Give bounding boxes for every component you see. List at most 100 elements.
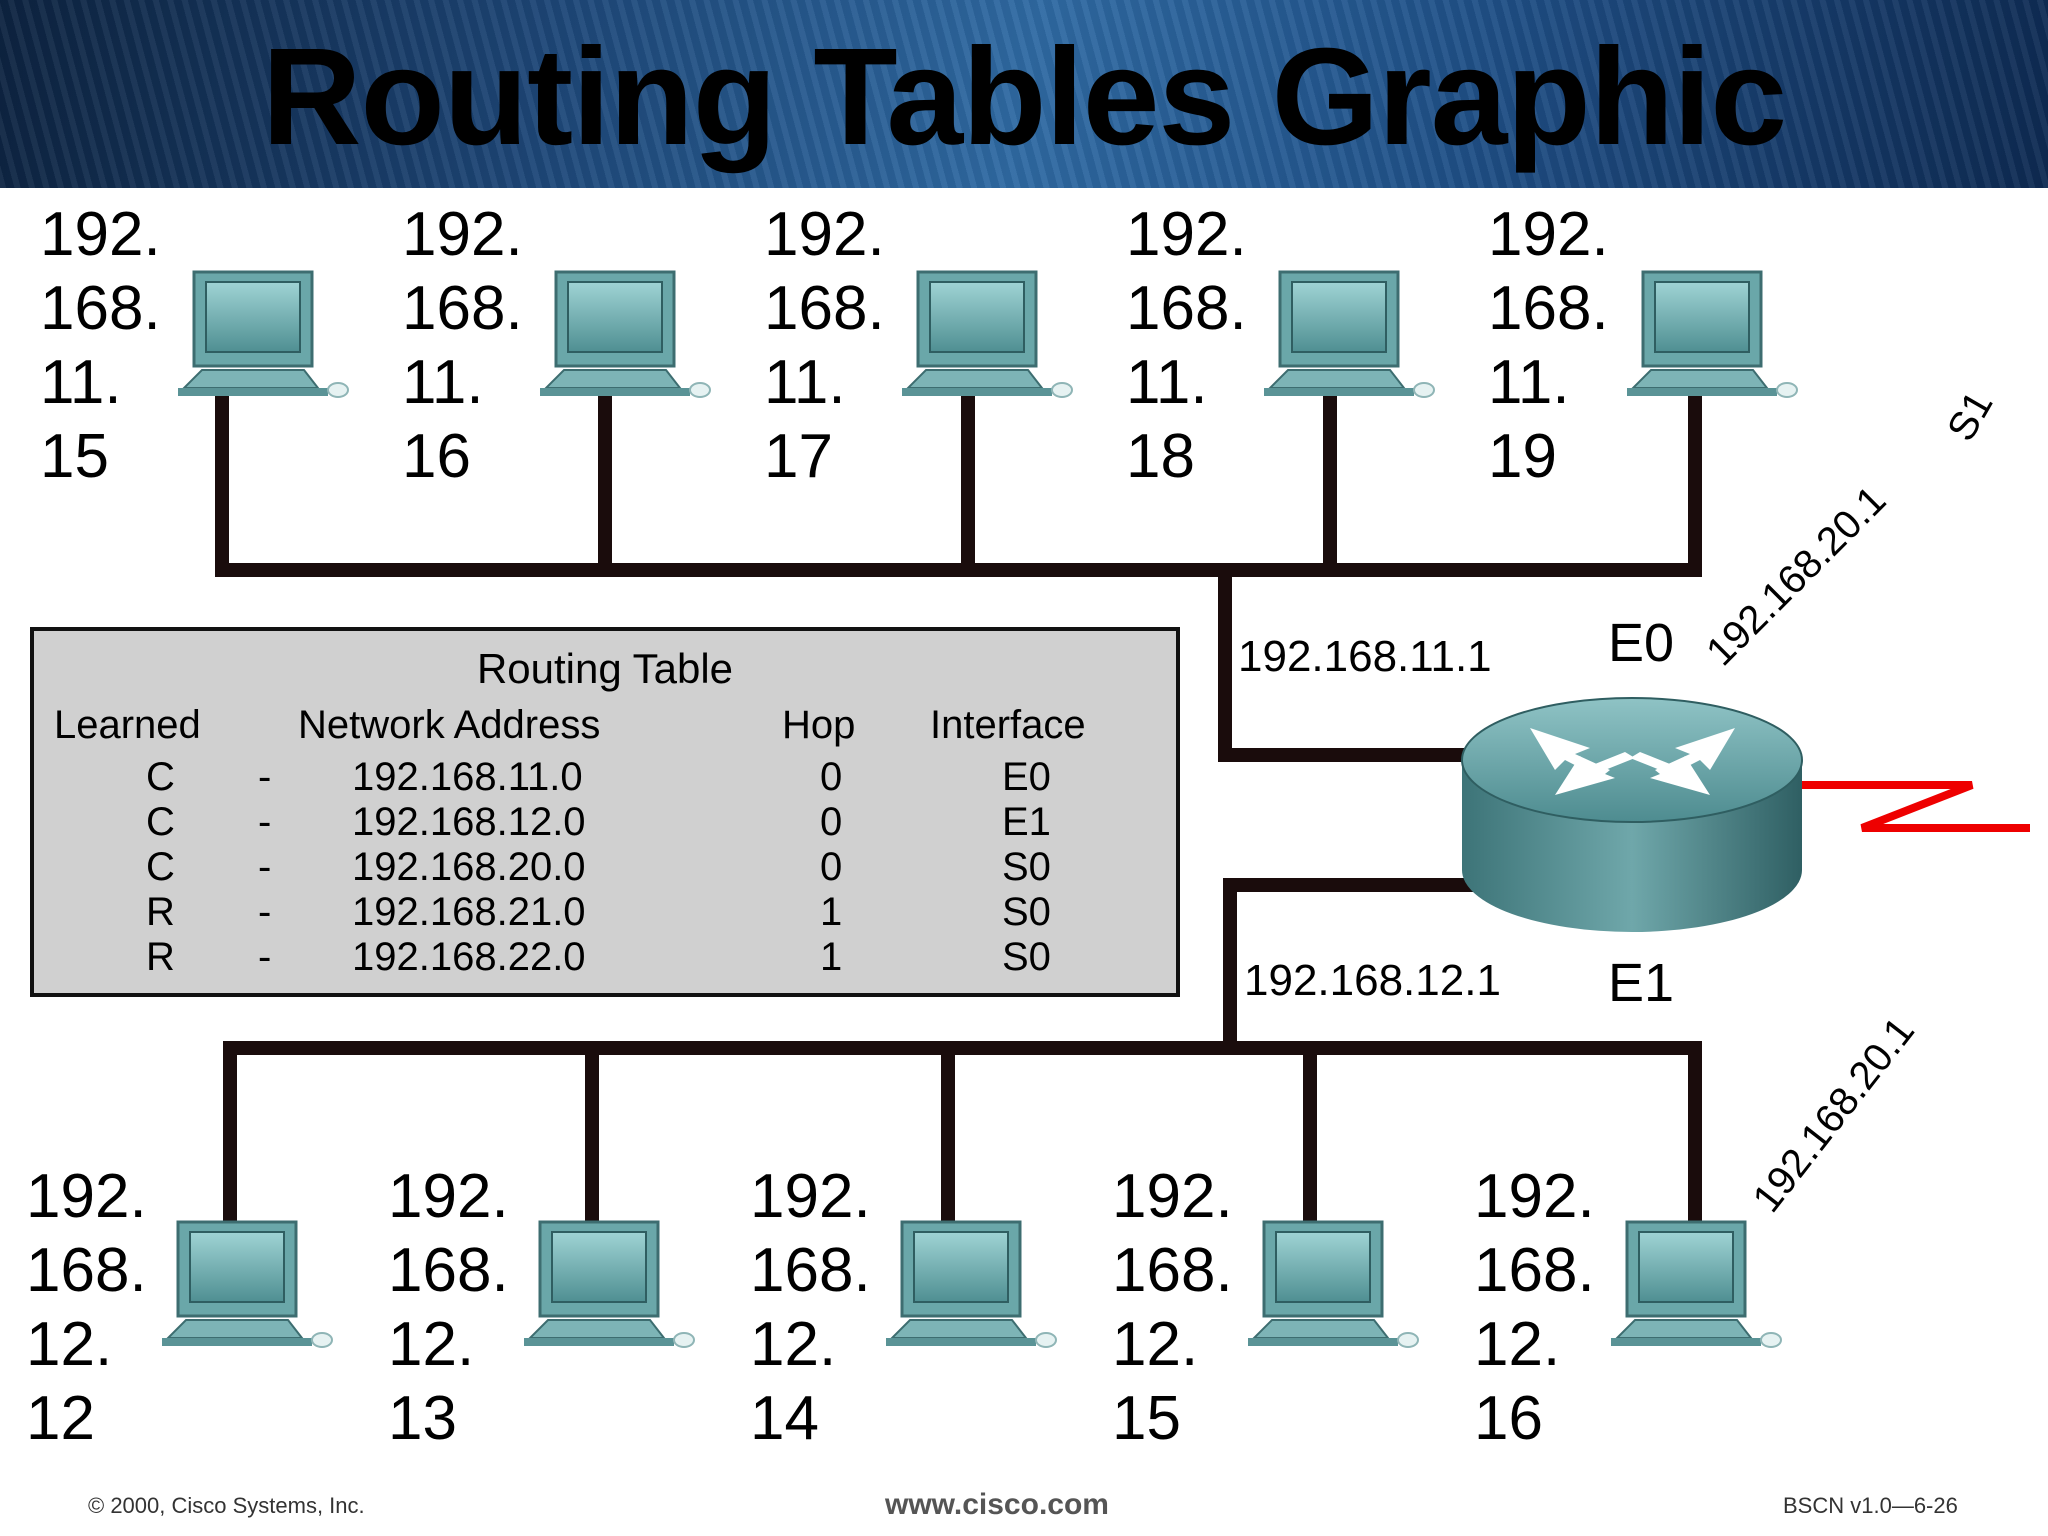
e1-ip-label: 192.168.12.1 [1244, 956, 1501, 1005]
host-ip-top-3: 192. 168. 11. 17 [764, 198, 885, 494]
ip-line: 168. [1112, 1236, 1233, 1305]
col-header-learned: Learned [54, 703, 201, 747]
host-ip-bottom-1: 192. 168. 12. 12 [26, 1160, 147, 1456]
host-ip-bottom-5: 192. 168. 12. 16 [1474, 1160, 1595, 1456]
e0-label: E0 [1608, 613, 1675, 673]
cell-sep: - [258, 755, 272, 799]
cell-hop: 1 [820, 935, 843, 979]
ip-line: 11. [1126, 348, 1208, 417]
ip-line: 192. [388, 1162, 509, 1231]
cell-iface: S0 [1002, 845, 1051, 889]
host-ip-bottom-3: 192. 168. 12. 14 [750, 1160, 871, 1456]
e1-label: E1 [1608, 953, 1675, 1013]
cell-hop: 1 [820, 890, 843, 934]
ip-line: 192. [1112, 1162, 1233, 1231]
pc-icon-bottom-4 [1246, 1220, 1420, 1349]
ip-line: 192. [40, 200, 161, 269]
cell-learned: C [146, 755, 175, 799]
cell-hop: 0 [820, 800, 843, 844]
pc-icon-top-5 [1625, 270, 1799, 399]
ip-line: 12. [750, 1310, 837, 1379]
serial-link [1800, 781, 2030, 832]
cell-network: 192.168.11.0 [352, 755, 583, 799]
title-banner [0, 0, 2048, 188]
ip-line: 12. [26, 1310, 113, 1379]
e0-ip-label: 192.168.11.1 [1238, 632, 1492, 681]
cell-network: 192.168.12.0 [352, 800, 586, 844]
ip-line: 12 [26, 1384, 95, 1453]
cell-sep: - [258, 845, 272, 889]
pc-icon-bottom-5 [1609, 1220, 1783, 1349]
ip-line: 16 [1474, 1384, 1543, 1453]
footer-website: www.cisco.com [885, 1488, 1109, 1521]
footer-copyright: © 2000, Cisco Systems, Inc. [88, 1493, 365, 1518]
ip-line: 19 [1488, 422, 1557, 491]
ip-line: 192. [26, 1162, 147, 1231]
cell-network: 192.168.22.0 [352, 935, 586, 979]
ip-line: 15 [40, 422, 109, 491]
ip-line: 168. [1474, 1236, 1595, 1305]
ip-line: 15 [1112, 1384, 1181, 1453]
ip-line: 192. [1488, 200, 1609, 269]
cell-iface: E1 [1002, 800, 1051, 844]
cell-network: 192.168.21.0 [352, 890, 586, 934]
ip-line: 168. [26, 1236, 147, 1305]
ip-line: 192. [764, 200, 885, 269]
top-lan-bus [215, 391, 1702, 762]
bottom-lan-bus [223, 878, 1702, 1237]
cell-hop: 0 [820, 755, 843, 799]
ip-line: 12. [388, 1310, 475, 1379]
ip-line: 192. [1126, 200, 1247, 269]
ip-line: 18 [1126, 422, 1195, 491]
cell-sep: - [258, 890, 272, 934]
ip-line: 17 [764, 422, 833, 491]
host-ip-bottom-4: 192. 168. 12. 15 [1112, 1160, 1233, 1456]
cell-sep: - [258, 800, 272, 844]
host-ip-bottom-2: 192. 168. 12. 13 [388, 1160, 509, 1456]
ip-line: 13 [388, 1384, 457, 1453]
col-header-interface: Interface [930, 703, 1086, 747]
host-ip-top-5: 192. 168. 11. 19 [1488, 198, 1609, 494]
ip-line: 168. [388, 1236, 509, 1305]
host-ip-top-4: 192. 168. 11. 18 [1126, 198, 1247, 494]
ip-line: 192. [750, 1162, 871, 1231]
col-header-hop: Hop [782, 703, 856, 747]
ip-line: 11. [764, 348, 846, 417]
ip-line: 11. [402, 348, 484, 417]
ip-line: 168. [1488, 274, 1609, 343]
ip-line: 192. [1474, 1162, 1595, 1231]
ip-line: 12. [1474, 1310, 1561, 1379]
cell-hop: 0 [820, 845, 843, 889]
cell-learned: R [146, 890, 175, 934]
col-header-network: Network Address [298, 703, 601, 747]
pc-icon-bottom-2 [522, 1220, 696, 1349]
ip-line: 12. [1112, 1310, 1199, 1379]
slide-title: Routing Tables Graphic [261, 20, 1787, 174]
host-ip-top-2: 192. 168. 11. 16 [402, 198, 523, 494]
cell-sep: - [258, 935, 272, 979]
pc-icon-top-2 [538, 270, 712, 399]
pc-icon-top-3 [900, 270, 1074, 399]
router-icon [1461, 697, 1803, 932]
footer-slide-id: BSCN v1.0—6-26 [1783, 1493, 1958, 1518]
pc-icon-top-4 [1262, 270, 1436, 399]
ip-line: 168. [764, 274, 885, 343]
ip-line: 168. [402, 274, 523, 343]
cell-iface: S0 [1002, 935, 1051, 979]
pc-icon-bottom-3 [884, 1220, 1058, 1349]
routing-table: Routing Table Learned Network Address Ho… [30, 627, 1180, 997]
host-ip-top-1: 192. 168. 11. 15 [40, 198, 161, 494]
ip-line: 168. [40, 274, 161, 343]
ip-line: 16 [402, 422, 471, 491]
ip-line: 11. [1488, 348, 1570, 417]
cell-network: 192.168.20.0 [352, 845, 586, 889]
ip-line: 14 [750, 1384, 819, 1453]
ip-line: 168. [1126, 274, 1247, 343]
routing-table-title: Routing Table [476, 645, 734, 692]
ip-line: 11. [40, 348, 122, 417]
cell-learned: C [146, 845, 175, 889]
pc-icon-top-1 [176, 270, 350, 399]
pc-icon-bottom-1 [160, 1220, 334, 1349]
cell-iface: S0 [1002, 890, 1051, 934]
